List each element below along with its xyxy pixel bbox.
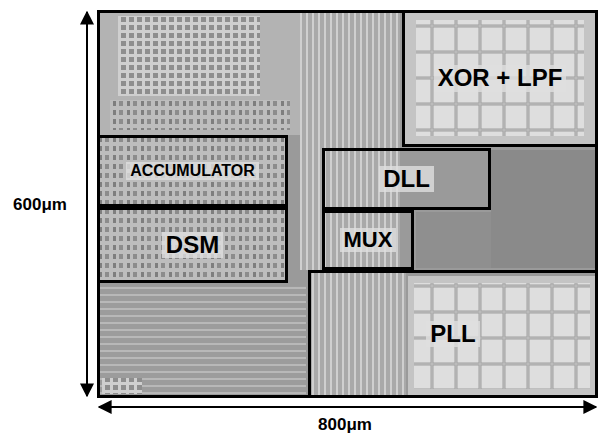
empty-region — [491, 150, 596, 268]
pad-cells — [102, 378, 142, 394]
pll-region — [408, 276, 595, 395]
circuit-block: PLL — [308, 270, 598, 398]
dimension-wrap: 800μm — [295, 414, 395, 436]
dimension-label: 800μm — [314, 416, 376, 435]
circuit-block: XOR + LPF — [402, 10, 598, 147]
circuit-block: ACCUMULATOR — [97, 135, 288, 207]
circuit-block: MUX — [322, 210, 414, 270]
dimension-wrap: 600μm — [0, 192, 80, 218]
bottom-left-block — [100, 286, 306, 396]
pll-logic — [311, 273, 406, 395]
circuit-block: DSM — [97, 207, 288, 283]
empty-region — [416, 212, 491, 268]
capacitor-array — [416, 20, 584, 136]
block-label: XOR + LPF — [434, 65, 567, 91]
dimension-arrow — [99, 406, 596, 408]
top-left-block — [100, 12, 300, 135]
die-outline — [99, 12, 597, 397]
lpf-region — [405, 13, 595, 145]
logic-row — [110, 100, 290, 130]
memory-array — [118, 16, 260, 96]
block-label: DLL — [379, 166, 434, 192]
die-ground — [97, 10, 598, 398]
dimension-label: 600μm — [9, 196, 71, 215]
routing-column — [300, 12, 400, 270]
circuit-block: DLL — [322, 148, 491, 210]
pll-capacitor-array — [414, 283, 590, 389]
dimension-arrow — [86, 12, 88, 396]
block-label: PLL — [426, 321, 479, 347]
block-label: ACCUMULATOR — [126, 162, 259, 180]
block-label: DSM — [162, 232, 223, 258]
block-label: MUX — [340, 228, 397, 252]
